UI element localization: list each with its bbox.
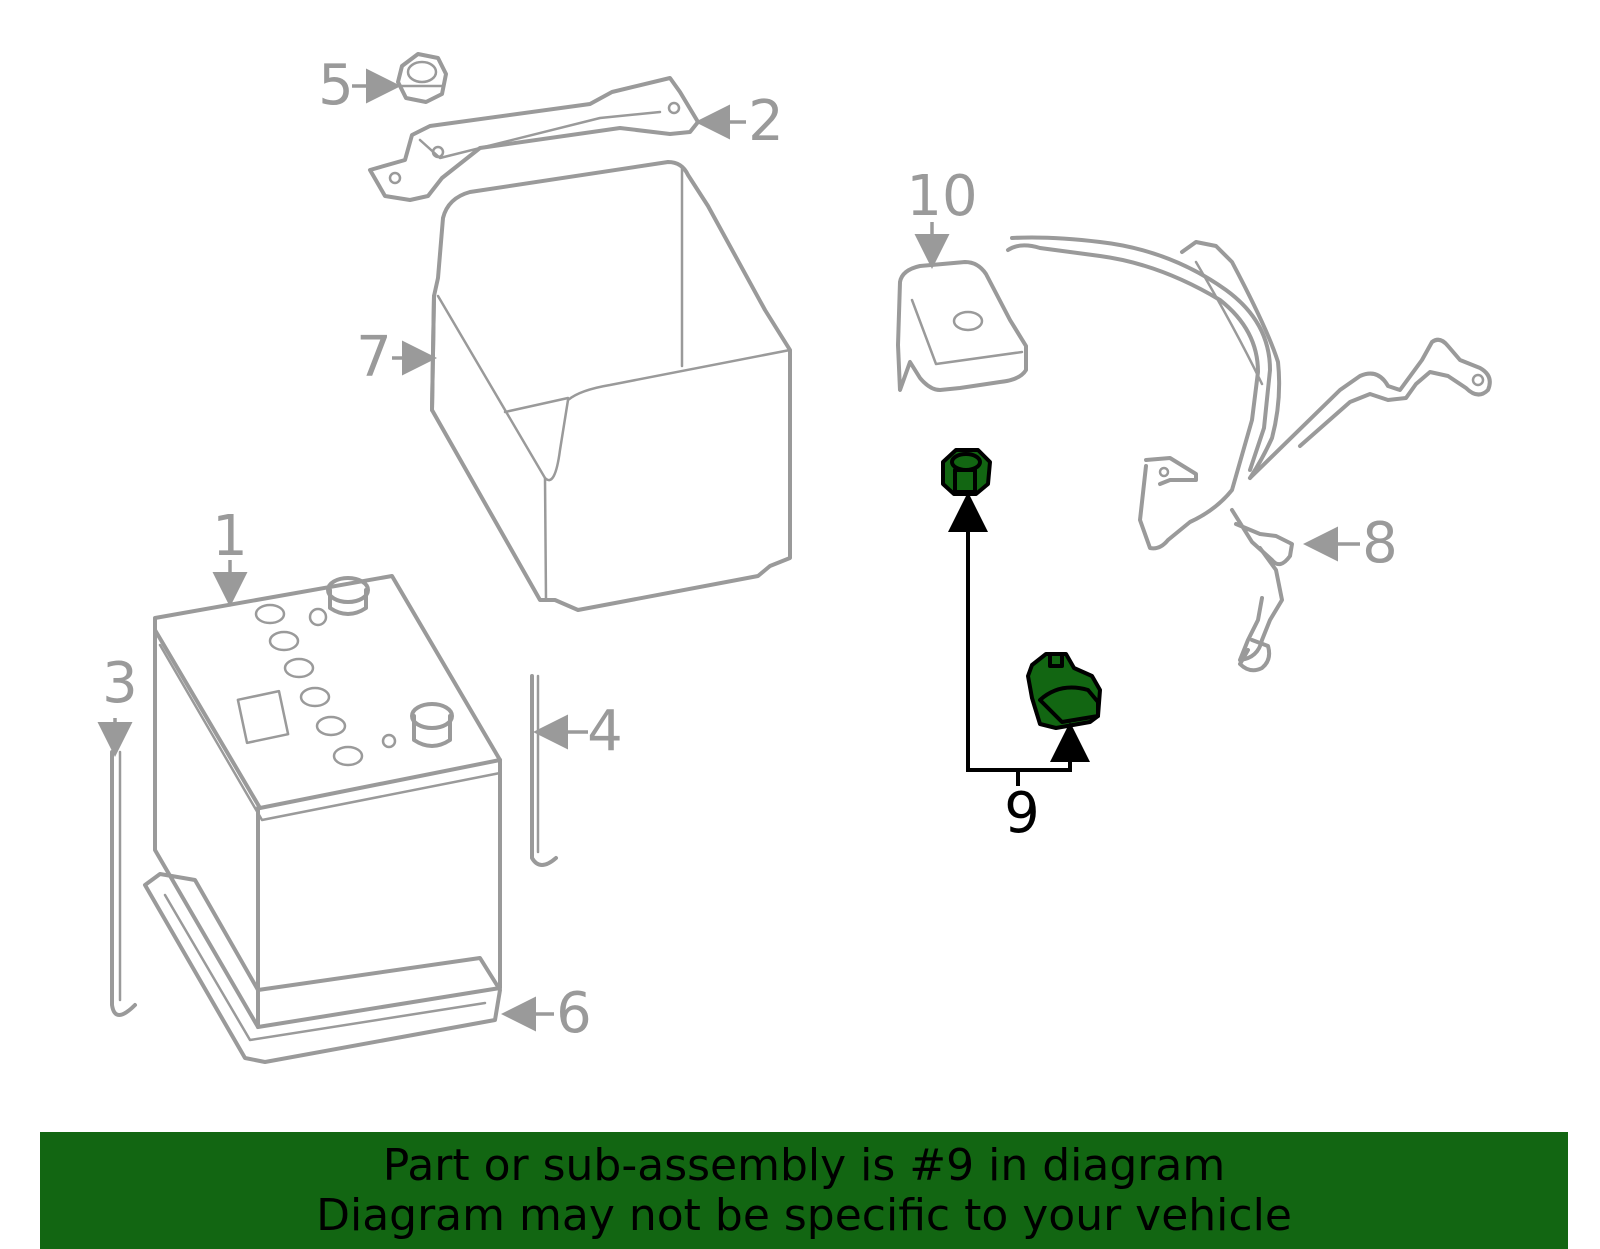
battery-tray-part-6 [143, 872, 502, 1064]
callout-9: 9 [1004, 781, 1040, 846]
leader-9 [948, 492, 1090, 786]
terminal-cap [1026, 652, 1102, 730]
info-banner: Part or sub-assembly is #9 in diagram Di… [40, 1132, 1568, 1249]
callout-7: 7 [356, 325, 392, 390]
callout-4: 4 [587, 699, 623, 764]
terminal-cover-part-10 [896, 260, 1028, 392]
hold-down-bracket-part-2 [368, 76, 700, 202]
highlighted-part-9 [941, 448, 1102, 730]
callout-6: 6 [556, 981, 592, 1046]
nut-part-5 [396, 52, 448, 104]
hex-nut [941, 448, 992, 496]
callout-5: 5 [318, 53, 354, 118]
callout-2: 2 [748, 89, 784, 154]
callout-3: 3 [102, 651, 138, 716]
hold-down-rod-part-3 [110, 750, 137, 1017]
battery-cable-part-8 [1006, 235, 1492, 673]
callout-8: 8 [1362, 511, 1398, 576]
battery-part-1 [153, 574, 502, 1029]
callout-1: 1 [212, 504, 248, 569]
hold-down-rod-part-4 [530, 674, 558, 867]
leader-lines [97, 68, 1360, 1032]
battery-insulator-part-7 [430, 160, 792, 612]
callout-10: 10 [906, 164, 977, 229]
banner-line-1: Part or sub-assembly is #9 in diagram [382, 1139, 1226, 1191]
banner-line-2: Diagram may not be specific to your vehi… [316, 1189, 1292, 1241]
